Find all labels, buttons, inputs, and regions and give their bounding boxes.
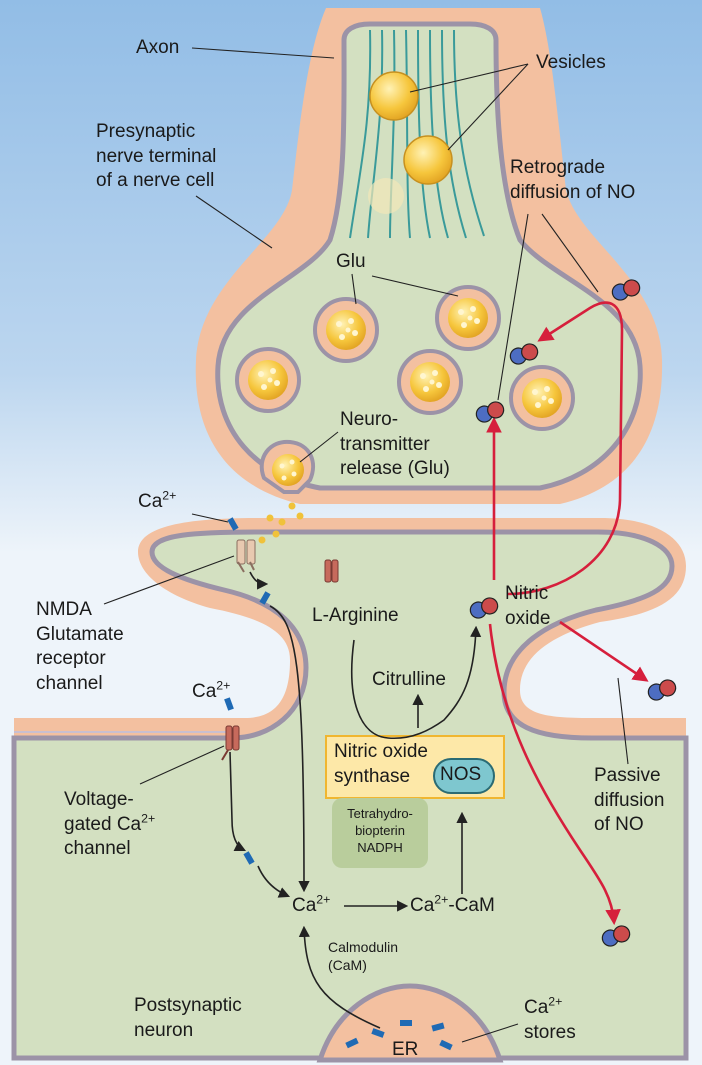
er-label: ER xyxy=(392,1039,419,1060)
ca-stores-label: Ca2+ stores xyxy=(524,994,576,1043)
cofactors-label: Tetrahydro- biopterin NADPH xyxy=(347,806,413,855)
glutamate-vesicles xyxy=(235,285,575,494)
red-no-arrows xyxy=(486,301,649,926)
black-arrows xyxy=(229,571,482,1029)
ca-label-center: Ca2+ xyxy=(292,892,331,916)
calcium-ions xyxy=(224,517,271,865)
membrane-channel xyxy=(324,559,339,583)
faded-vesicle xyxy=(368,178,404,214)
passive-diffusion-label: Passive diffusion of NO xyxy=(594,765,665,836)
voltage-gated-ca-channel xyxy=(221,725,240,761)
axon-label: Axon xyxy=(136,37,180,58)
citrulline-label: Citrulline xyxy=(372,669,446,690)
nitric-oxide-label: Nitric oxide xyxy=(505,583,551,629)
nitric-oxide-molecules xyxy=(469,279,677,947)
nos-badge-label: NOS xyxy=(440,764,482,785)
released-glutamate xyxy=(258,502,304,544)
leader-lines xyxy=(103,47,629,1043)
vesicles-label: Vesicles xyxy=(536,52,606,73)
neurotransmitter-release-label: Neuro- transmitter release (Glu) xyxy=(340,409,450,480)
ca-label-mid: Ca2+ xyxy=(192,678,231,702)
axon-vesicle xyxy=(403,135,453,185)
endoplasmic-reticulum xyxy=(316,983,504,1063)
nmda-receptor-channel xyxy=(236,539,256,573)
ca-label-top: Ca2+ xyxy=(138,488,177,512)
ca-cam-label: Ca2+-CaM xyxy=(410,892,495,916)
calmodulin-label: Calmodulin (CaM) xyxy=(328,939,399,974)
retrograde-label: Retrograde diffusion of NO xyxy=(510,157,636,203)
l-arginine-label: L-Arginine xyxy=(312,605,399,626)
fusing-vesicle xyxy=(259,439,316,494)
cofactor-box xyxy=(332,798,428,868)
nmda-label: NMDA Glutamate receptor channel xyxy=(36,599,124,695)
glu-label: Glu xyxy=(336,251,366,272)
postsynaptic-label: Postsynaptic neuron xyxy=(134,995,242,1041)
voltage-gated-label: Voltage- gated Ca2+ channel xyxy=(64,789,156,860)
nos-badge xyxy=(433,758,495,794)
presynaptic-label: Presynaptic nerve terminal of a nerve ce… xyxy=(96,121,217,192)
axon-vesicle xyxy=(369,71,419,121)
nos-enzyme-label: Nitric oxide synthase xyxy=(334,741,428,787)
